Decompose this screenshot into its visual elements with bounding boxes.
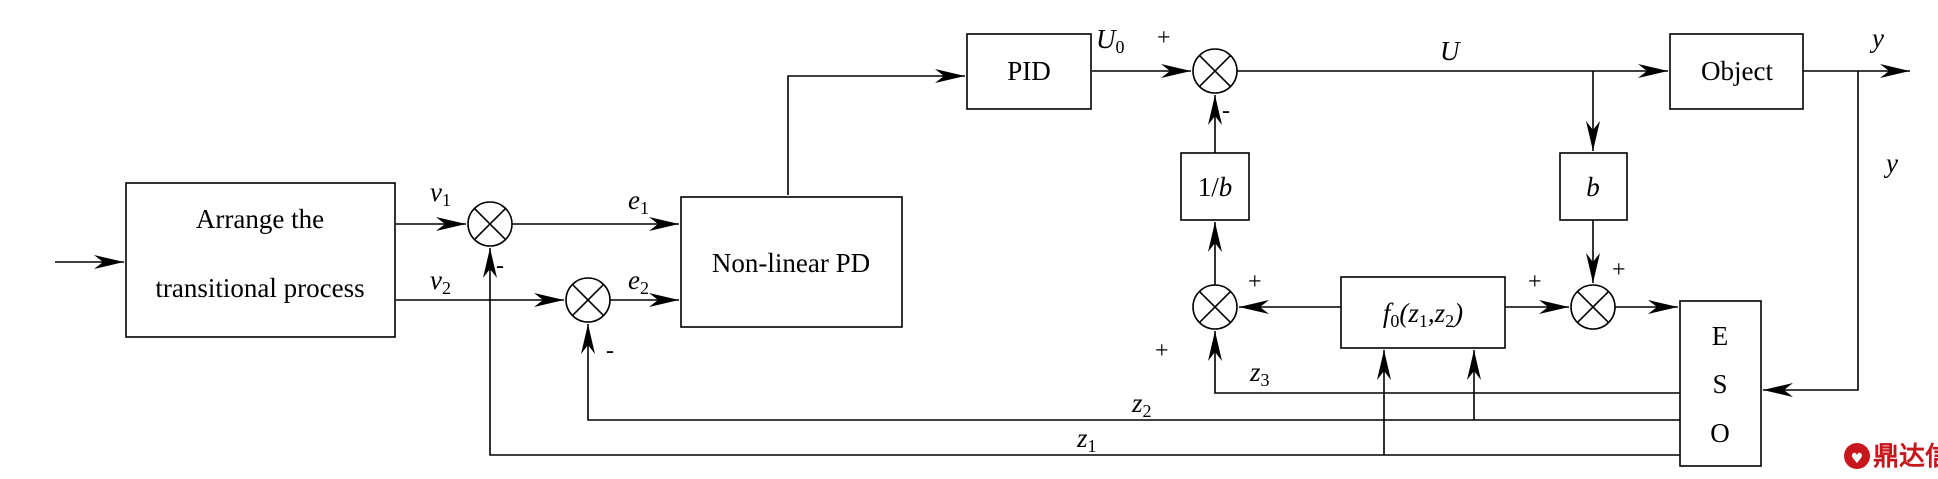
b-block: b (1559, 152, 1628, 221)
f0-block: f0(z1,z2) (1340, 276, 1506, 349)
label-v2: v2 (430, 265, 451, 298)
pid-block: PID (966, 33, 1092, 110)
eso-letter-o: O (1710, 418, 1730, 448)
sign-sj3-plus: + (1157, 25, 1171, 51)
sign-sj5-plus-left: + (1155, 338, 1169, 364)
nonlinear-pd-block: Non-linear PD (680, 196, 903, 328)
eso-letter-e: E (1712, 321, 1729, 351)
summing-junction-z3 (1192, 284, 1238, 330)
inverse-b-block: 1/b (1180, 152, 1250, 221)
arrange-transitional-process-block: Arrange the transitional process (125, 182, 396, 338)
sign-sj2-minus: - (606, 338, 614, 364)
watermark: ♥ 鼎达信 (1844, 442, 1938, 472)
label-v1: v1 (430, 177, 451, 210)
sign-sj5-plus-top: + (1248, 269, 1262, 295)
sign-sj4-plus-left: + (1528, 269, 1542, 295)
arrange-line2: transitional process (155, 273, 364, 303)
inverse-b-label: 1/b (1198, 172, 1233, 202)
f0-label: f0(z1,z2) (1383, 298, 1463, 331)
label-z3: z3 (1249, 357, 1270, 390)
watermark-logo-icon: ♥ (1851, 451, 1864, 467)
label-z2: z2 (1131, 388, 1152, 421)
label-u: U (1440, 36, 1461, 66)
sign-sj4-plus-right: + (1612, 257, 1626, 283)
sign-sj1-minus: - (496, 253, 504, 279)
summing-junction-eso-input (1570, 284, 1616, 330)
summing-junction-u (1192, 48, 1238, 94)
sign-sj3-minus: - (1222, 98, 1230, 124)
arrange-line1: Arrange the (196, 204, 324, 234)
summing-junction-e1 (467, 201, 513, 247)
label-y-output: y (1869, 23, 1884, 53)
pid-label: PID (1007, 56, 1051, 86)
object-label: Object (1701, 56, 1773, 86)
signal-lines (55, 64, 1910, 456)
nonlinear-pd-label: Non-linear PD (712, 248, 870, 278)
label-y-feedback: y (1883, 148, 1898, 178)
eso-letter-s: S (1712, 369, 1727, 399)
watermark-text: 鼎达信 (1873, 442, 1938, 472)
label-z1: z1 (1076, 423, 1097, 456)
object-block: Object (1669, 33, 1804, 110)
label-e1: e1 (628, 185, 649, 218)
label-u0: U0 (1096, 24, 1125, 57)
b-label: b (1586, 172, 1600, 202)
label-e2: e2 (628, 265, 649, 298)
summing-junction-e2 (565, 277, 611, 323)
eso-block: E S O (1679, 300, 1762, 467)
